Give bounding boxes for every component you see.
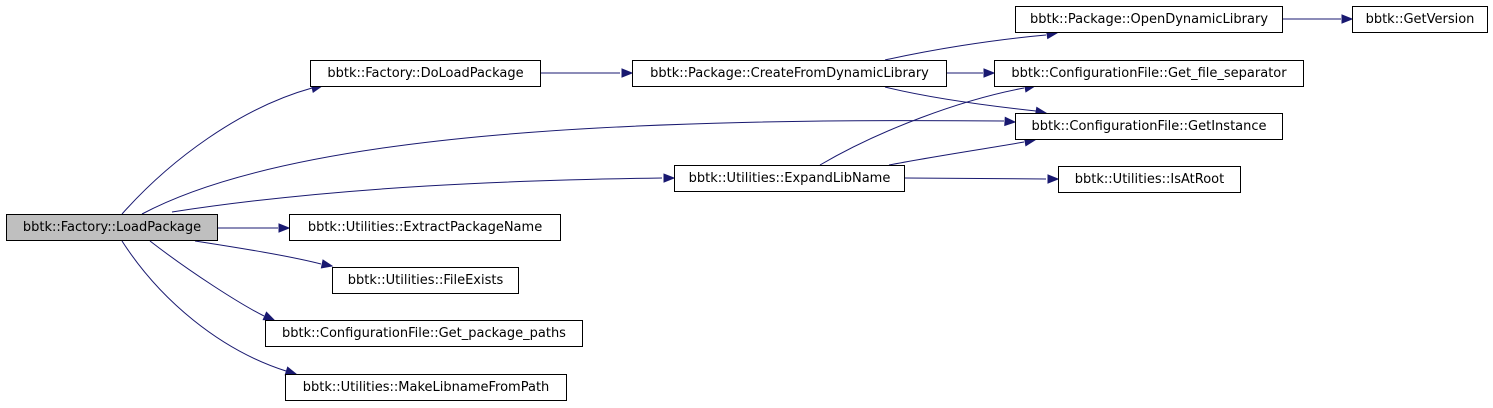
edge-line xyxy=(888,141,1025,166)
edge-load-package-to-expand-lib-name xyxy=(171,173,676,213)
edge-line xyxy=(121,87,313,215)
node-extract-package-name[interactable]: bbtk::Utilities::ExtractPackageName xyxy=(289,214,561,241)
edge-arrowhead xyxy=(1341,14,1354,24)
node-get-package-paths[interactable]: bbtk::ConfigurationFile::Get_package_pat… xyxy=(265,320,583,347)
node-get-file-separator[interactable]: bbtk::ConfigurationFile::Get_file_separa… xyxy=(994,60,1304,87)
edge-load-package-to-get-instance xyxy=(141,116,1017,215)
node-expand-lib-name[interactable]: bbtk::Utilities::ExpandLibName xyxy=(674,165,905,192)
edge-arrowhead xyxy=(278,223,291,233)
node-load-package: bbtk::Factory::LoadPackage xyxy=(6,214,218,241)
edge-load-package-to-do-load-package xyxy=(121,83,324,215)
edge-create-from-dynamic-library-to-get-file-separator xyxy=(947,68,996,78)
edge-expand-lib-name-to-get-instance xyxy=(888,137,1037,166)
node-get-version[interactable]: bbtk::GetVersion xyxy=(1352,6,1488,33)
edge-arrowhead xyxy=(1004,116,1017,127)
node-make-libname-from-path[interactable]: bbtk::Utilities::MakeLibnameFromPath xyxy=(285,374,567,401)
edge-create-from-dynamic-library-to-get-instance xyxy=(884,86,1048,116)
node-is-at-root[interactable]: bbtk::Utilities::IsAtRoot xyxy=(1058,166,1241,193)
edge-load-package-to-get-package-paths xyxy=(149,240,276,321)
edge-arrowhead xyxy=(262,311,276,321)
node-create-from-dynamic-library[interactable]: bbtk::Package::CreateFromDynamicLibrary xyxy=(632,60,947,87)
edge-line xyxy=(884,86,1037,112)
edge-load-package-to-file-exists xyxy=(194,240,334,269)
edge-line xyxy=(194,240,322,265)
edge-line xyxy=(141,120,1005,215)
edge-load-package-to-extract-package-name xyxy=(218,223,291,233)
edge-create-from-dynamic-library-to-open-dynamic-library xyxy=(884,29,1059,61)
edge-arrowhead xyxy=(663,173,676,183)
node-do-load-package[interactable]: bbtk::Factory::DoLoadPackage xyxy=(310,60,541,87)
edge-line xyxy=(171,177,663,213)
edge-open-dynamic-library-to-get-version xyxy=(1283,14,1354,24)
edge-line xyxy=(904,177,1047,180)
edge-arrowhead xyxy=(1047,174,1060,184)
edge-line xyxy=(121,240,287,372)
node-get-instance[interactable]: bbtk::ConfigurationFile::GetInstance xyxy=(1015,113,1283,140)
edge-expand-lib-name-to-is-at-root xyxy=(904,174,1060,184)
edge-line xyxy=(819,87,1025,166)
node-file-exists[interactable]: bbtk::Utilities::FileExists xyxy=(332,267,519,294)
edge-arrowhead xyxy=(983,68,996,78)
edge-line xyxy=(884,34,1047,61)
edge-load-package-to-make-libname-from-path xyxy=(121,240,298,376)
edge-line xyxy=(149,240,265,317)
node-open-dynamic-library[interactable]: bbtk::Package::OpenDynamicLibrary xyxy=(1015,6,1283,33)
edge-do-load-package-to-create-from-dynamic-library xyxy=(541,68,634,78)
edge-arrowhead xyxy=(320,259,334,269)
edge-arrowhead xyxy=(621,68,634,78)
